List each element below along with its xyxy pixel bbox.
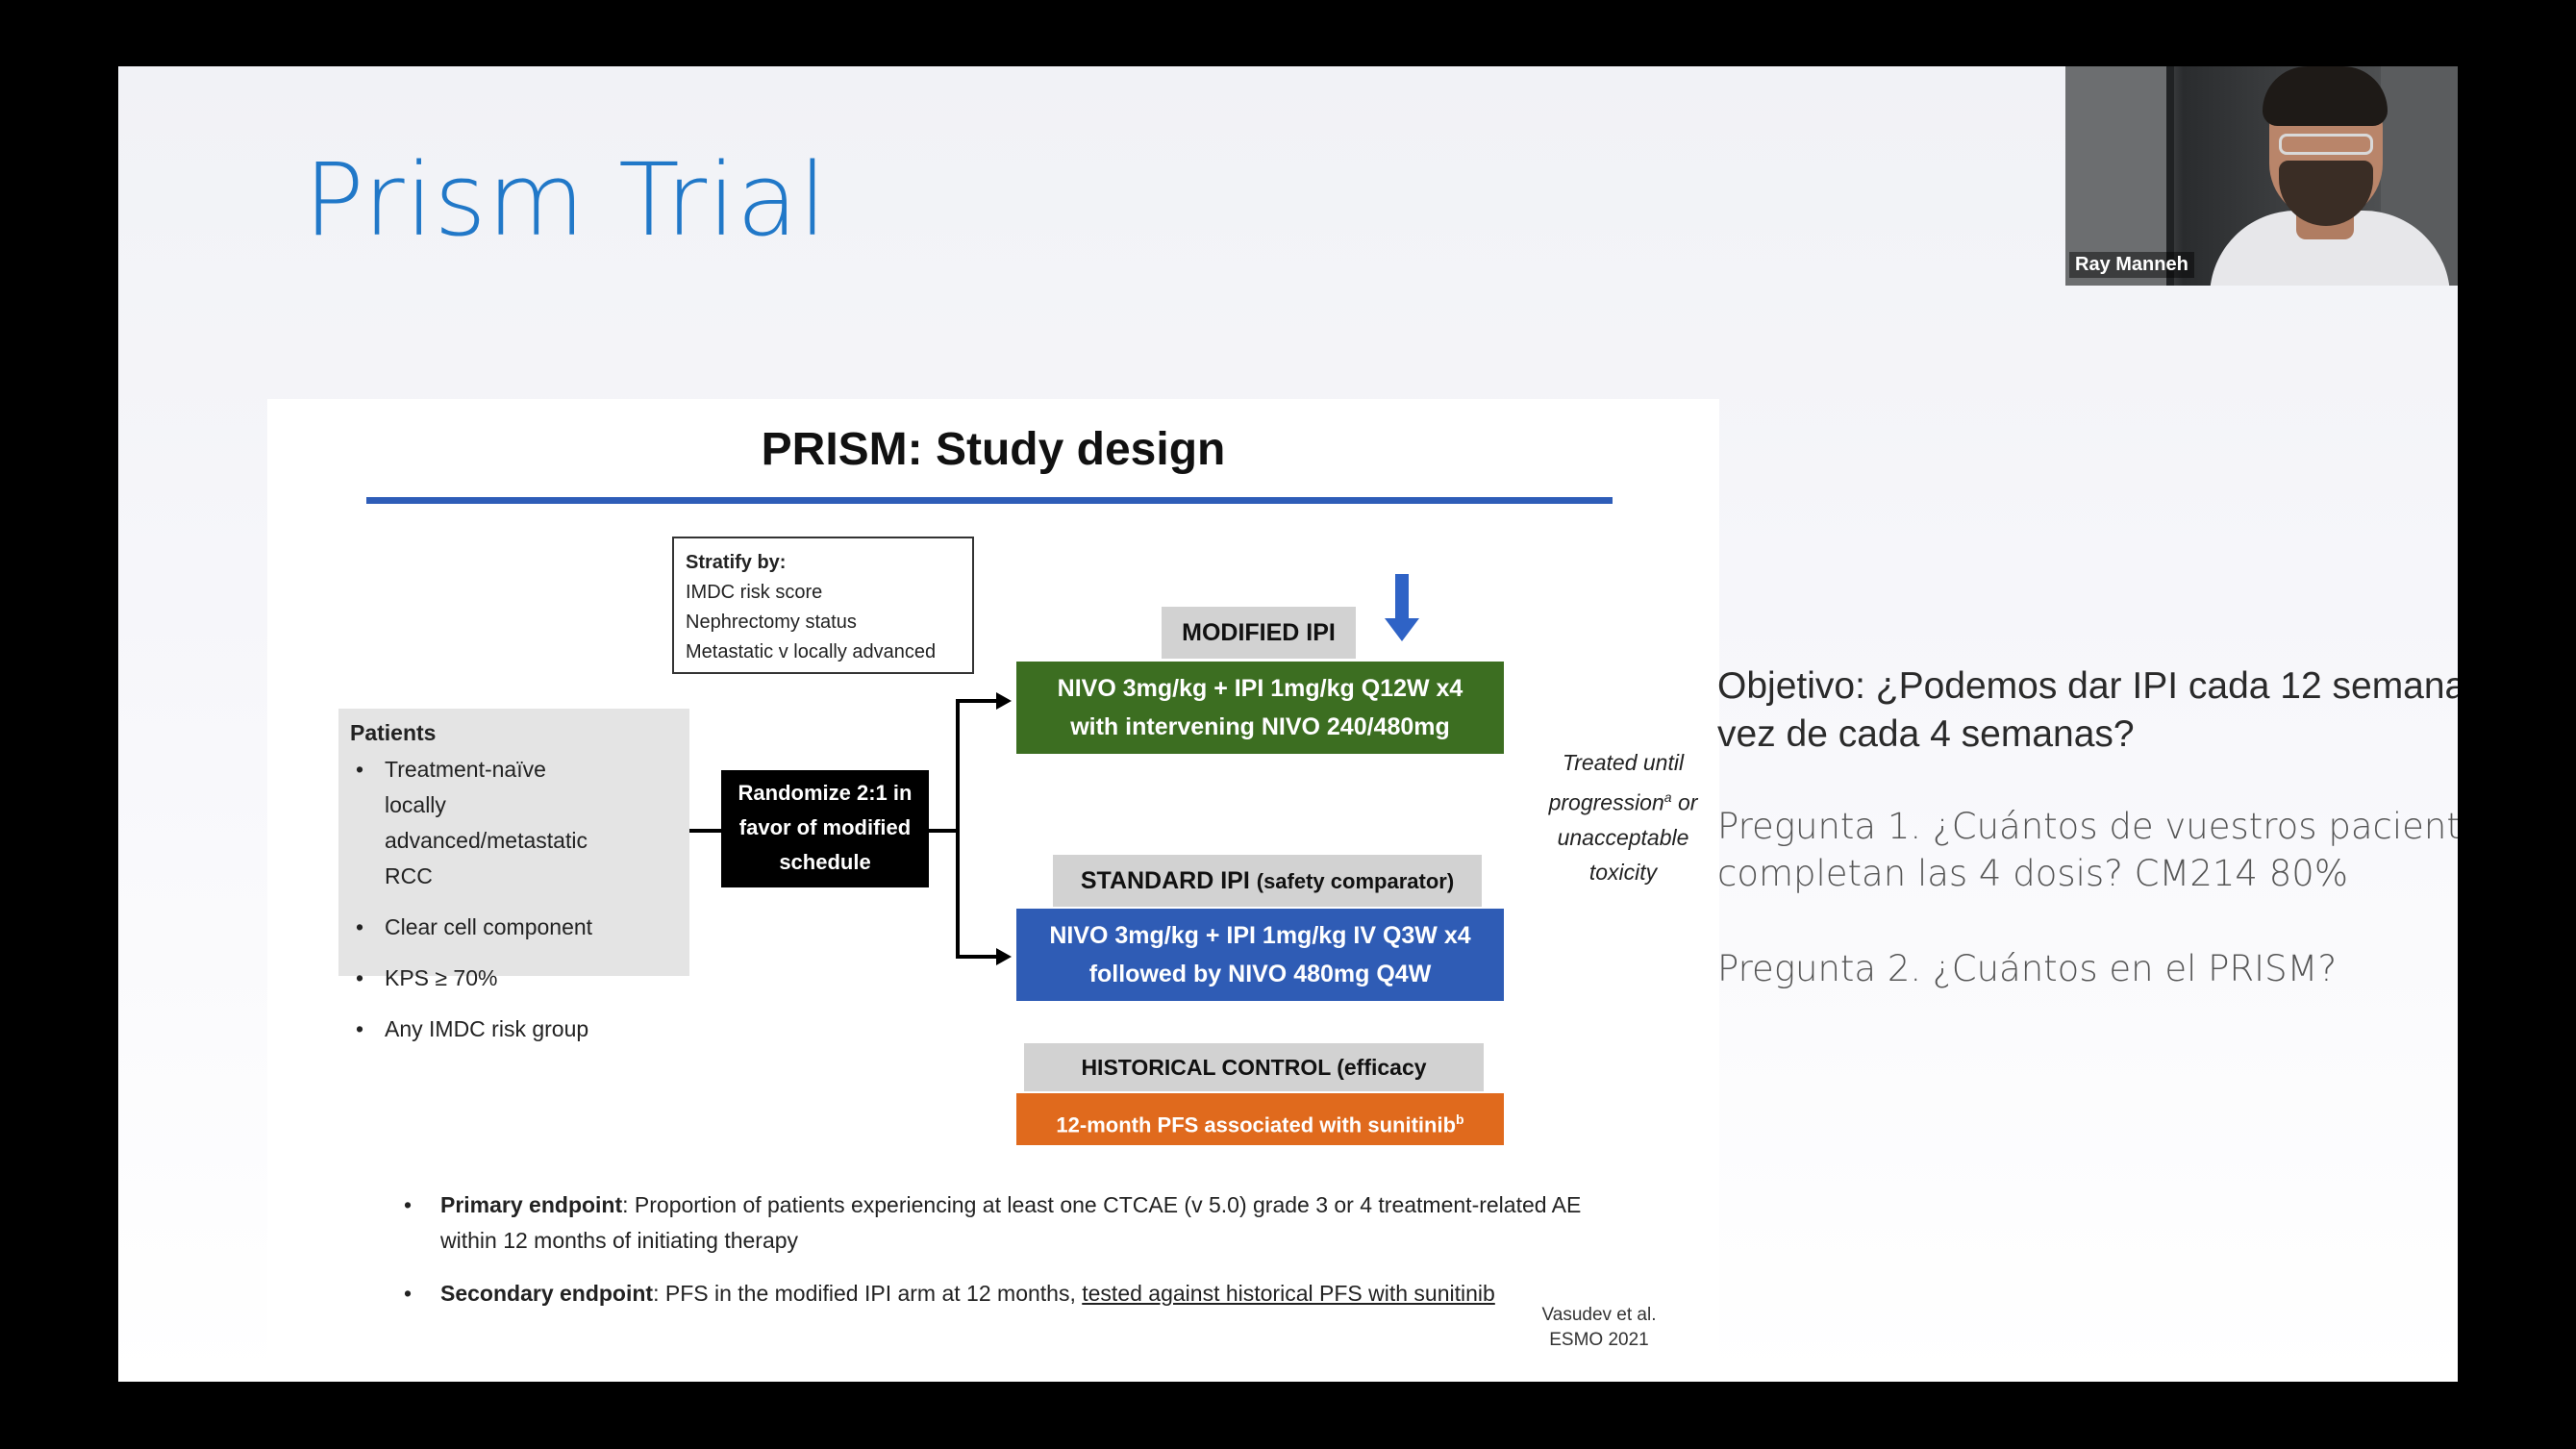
presentation-slide: Prism Trial PRISM: Study design Stratify…: [118, 66, 2458, 1382]
modified-ipi-label: MODIFIED IPI: [1162, 607, 1356, 659]
treated-until-text-2: or unacceptable toxicity: [1557, 789, 1698, 885]
connector-line: [956, 699, 998, 703]
standard-ipi-label: STANDARD IPI (safety comparator): [1053, 855, 1482, 907]
connector-line: [956, 955, 998, 959]
patients-item: Treatment-naïve locally advanced/metasta…: [350, 752, 610, 894]
treated-until-note: Treated until progressiona or unacceptab…: [1546, 745, 1700, 889]
video-background: [2065, 66, 2166, 286]
footnote-marker: b: [1456, 1112, 1464, 1127]
patients-heading: Patients: [350, 720, 437, 745]
stratify-item: IMDC risk score: [686, 582, 823, 603]
standard-ipi-label-text: STANDARD IPI: [1080, 867, 1250, 894]
objective-text: Objetivo: ¿Podemos dar IPI cada 12 seman…: [1717, 665, 2458, 755]
stratify-item: Metastatic v locally advanced: [686, 641, 937, 662]
down-arrow-icon: [1395, 574, 1409, 622]
secondary-endpoint-label: Secondary endpoint: [440, 1281, 654, 1306]
question-2-text: Pregunta 2. ¿Cuántos en el PRISM?: [1717, 948, 2338, 989]
title-rule: [366, 497, 1613, 504]
citation: Vasudev et al. ESMO 2021: [1527, 1303, 1671, 1353]
randomize-box: Randomize 2:1 in favor of modified sched…: [721, 770, 929, 887]
secondary-endpoint-text: : PFS in the modified IPI arm at 12 mont…: [653, 1281, 1083, 1306]
stratify-box: Stratify by: IMDC risk score Nephrectomy…: [672, 537, 974, 674]
historical-control-arm: 12-month PFS associated with sunitinibb: [1016, 1093, 1504, 1145]
standard-ipi-label-note: (safety comparator): [1256, 869, 1455, 893]
participant-glasses: [2279, 134, 2373, 155]
connector-line: [929, 829, 958, 833]
down-arrow-icon-head: [1385, 618, 1419, 641]
participant-video-tile[interactable]: Ray Manneh: [2065, 66, 2458, 286]
historical-control-label: HISTORICAL CONTROL (efficacy comparator): [1024, 1043, 1484, 1128]
citation-line: Vasudev et al.: [1541, 1305, 1657, 1325]
secondary-endpoint-underlined: tested against historical PFS with sunit…: [1082, 1281, 1495, 1306]
connector-line: [689, 829, 721, 833]
treated-until-text: Treated until progression: [1548, 750, 1685, 815]
standard-ipi-arm: NIVO 3mg/kg + IPI 1mg/kg IV Q3W x4 follo…: [1016, 909, 1504, 1001]
stratify-heading: Stratify by:: [686, 552, 787, 573]
citation-line: ESMO 2021: [1549, 1330, 1649, 1350]
patients-item: Any IMDC risk group: [350, 1012, 678, 1047]
video-background: [2166, 66, 2174, 286]
participant-name-tag: Ray Manneh: [2069, 252, 2194, 278]
primary-endpoint: Primary endpoint: Proportion of patients…: [402, 1187, 1594, 1259]
footnote-marker: a: [1663, 789, 1672, 805]
connector-line: [956, 699, 960, 959]
participant-hair: [2263, 66, 2388, 126]
question-1-text: Pregunta 1. ¿Cuántos de vuestros pacient…: [1717, 806, 2458, 894]
modified-ipi-arm: NIVO 3mg/kg + IPI 1mg/kg Q12W x4 with in…: [1016, 662, 1504, 779]
secondary-endpoint: Secondary endpoint: PFS in the modified …: [402, 1276, 1594, 1312]
study-design-figure: PRISM: Study design Stratify by: IMDC ri…: [267, 399, 1719, 1361]
primary-endpoint-label: Primary endpoint: [440, 1192, 623, 1217]
patients-box: Patients Treatment-naïve locally advance…: [338, 709, 689, 1047]
patients-item: Clear cell component: [350, 910, 678, 945]
primary-endpoint-text: : Proportion of patients experiencing at…: [440, 1192, 1582, 1253]
patients-item: KPS ≥ 70%: [350, 961, 678, 996]
slide-title: Prism Trial: [304, 141, 828, 259]
arrow-head: [996, 692, 1012, 710]
stratify-item: Nephrectomy status: [686, 612, 857, 633]
arrow-head: [996, 948, 1012, 965]
historical-control-arm-text: 12-month PFS associated with sunitinib: [1056, 1112, 1457, 1137]
endpoints-list: Primary endpoint: Proportion of patients…: [402, 1187, 1594, 1329]
figure-title: PRISM: Study design: [761, 424, 1226, 475]
